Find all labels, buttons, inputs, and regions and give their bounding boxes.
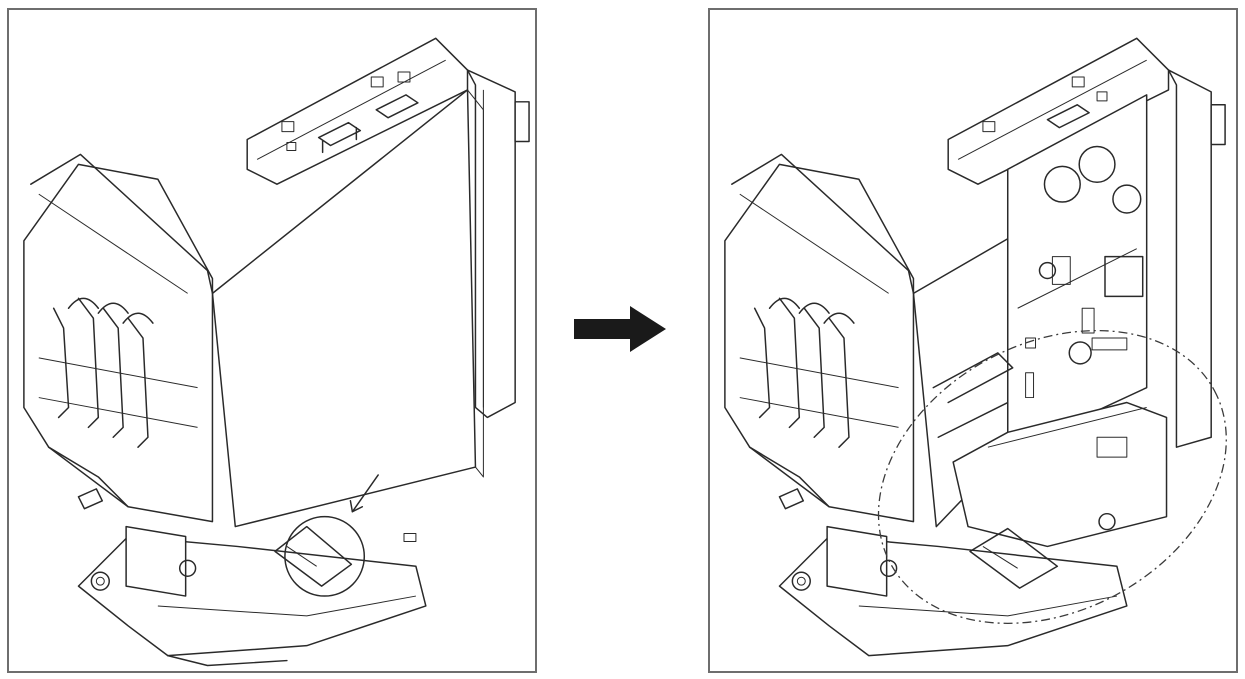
cartridge-slots bbox=[739, 297, 899, 448]
callout-pointer bbox=[351, 474, 379, 513]
mounting-bracket bbox=[125, 525, 187, 597]
cartridge-slots bbox=[38, 297, 198, 448]
right-rail bbox=[1167, 69, 1212, 448]
latch-detail bbox=[274, 525, 417, 587]
callout-circle bbox=[284, 515, 366, 597]
latch-detail bbox=[969, 527, 1059, 589]
panel-before bbox=[7, 8, 537, 673]
open-unit-illustration bbox=[724, 37, 1227, 657]
right-rail bbox=[466, 69, 516, 419]
board-components bbox=[1017, 145, 1144, 399]
internal-tray bbox=[952, 401, 1168, 548]
callout-ellipse bbox=[877, 329, 1227, 624]
assembled-unit-illustration bbox=[23, 37, 530, 667]
transition-arrow bbox=[572, 304, 668, 354]
top-frame bbox=[947, 37, 1170, 185]
right-arrow-icon bbox=[574, 306, 666, 352]
mounting-bracket bbox=[826, 525, 888, 597]
panel-after bbox=[708, 8, 1238, 673]
